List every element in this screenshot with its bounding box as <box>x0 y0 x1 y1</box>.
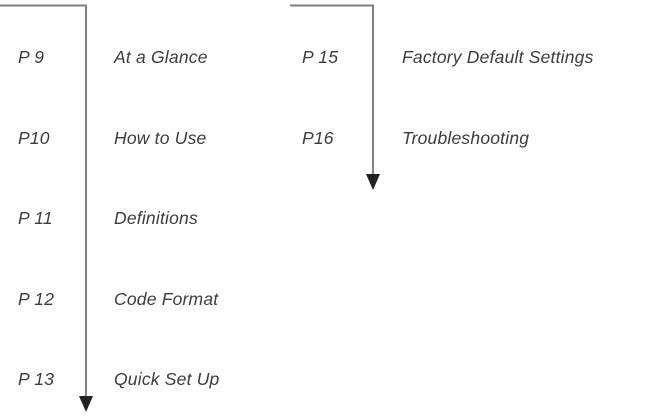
list-item[interactable]: P10 How to Use <box>0 126 300 150</box>
list-item[interactable]: P 11 Definitions <box>0 206 300 230</box>
entry-label: Troubleshooting <box>402 128 530 148</box>
entry-page-number: P 13 <box>18 369 55 389</box>
entry-page-number: P16 <box>302 128 334 148</box>
entry-label: Quick Set Up <box>114 369 220 389</box>
entry-label: Factory Default Settings <box>402 47 594 67</box>
entry-page-number: P 9 <box>18 47 45 67</box>
entry-label: At a Glance <box>114 47 208 67</box>
list-item[interactable]: P 15 Factory Default Settings <box>0 45 648 69</box>
entry-label: How to Use <box>114 128 207 148</box>
entry-page-number: P10 <box>18 128 50 148</box>
entry-page-number: P 12 <box>18 289 55 309</box>
entry-page-number: P 11 <box>18 208 53 228</box>
list-item[interactable]: P 12 Code Format <box>0 287 300 311</box>
list-item[interactable]: P 9 At a Glance <box>0 45 300 69</box>
entry-label: Code Format <box>114 289 219 309</box>
list-item[interactable]: P 13 Quick Set Up <box>0 367 300 391</box>
list-item[interactable]: P16 Troubleshooting <box>0 126 648 150</box>
entry-page-number: P 15 <box>302 47 339 67</box>
entry-label: Definitions <box>114 208 198 228</box>
